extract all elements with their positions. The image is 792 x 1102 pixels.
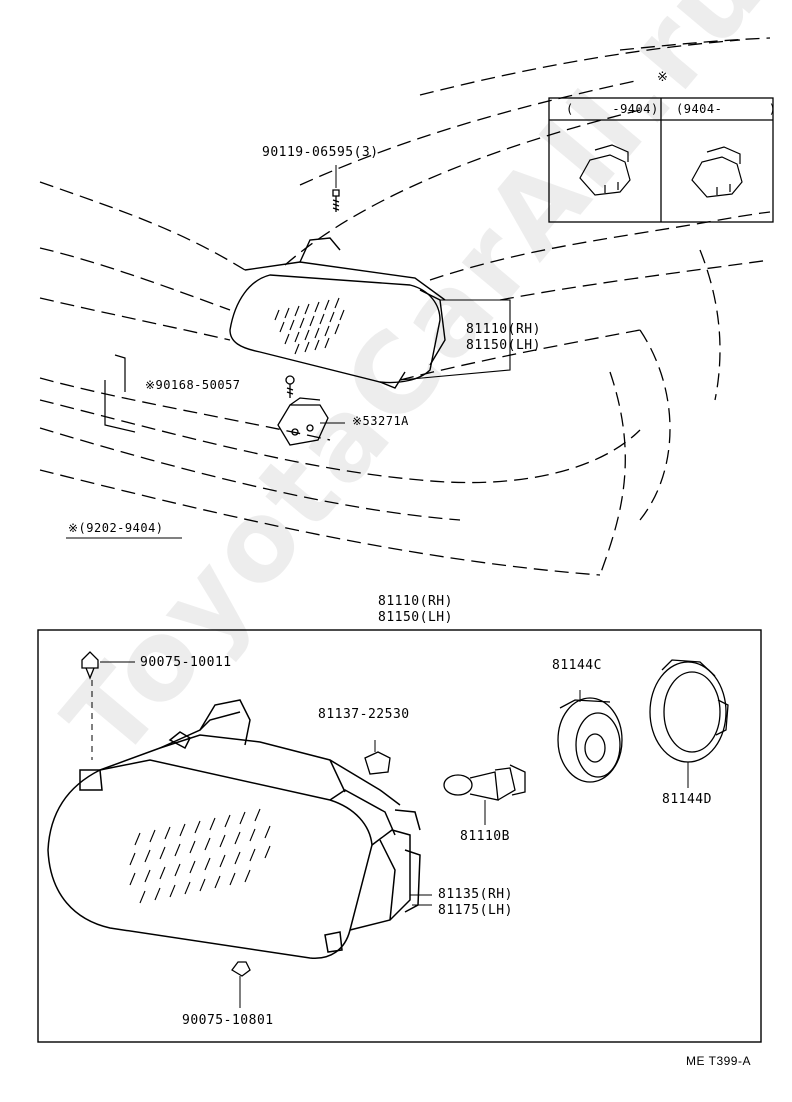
ring	[649, 659, 729, 788]
date-note-label: ※(9202-9404)	[68, 521, 164, 535]
figure-code: ME T399-A	[686, 1054, 751, 1068]
screw-mid	[285, 375, 295, 398]
housing-rh-label: 81135(RH)	[438, 887, 513, 902]
clip-bottom-label: 90075-10801	[182, 1013, 274, 1028]
headlamp-assy-lh-label: 81150(LH)	[466, 338, 541, 353]
bulb-label: 81110B	[460, 829, 510, 844]
clip-top-label: 90075-10011	[140, 655, 232, 670]
clip-top	[81, 651, 135, 760]
bolt-top	[332, 165, 340, 212]
socket	[557, 690, 623, 783]
bolt-top-label: 90119-06595(3)	[262, 145, 379, 160]
detail-assy-lh-label: 81150(LH)	[378, 610, 453, 625]
ring-label: 81144D	[662, 792, 712, 807]
upper-headlamp	[229, 237, 446, 389]
retainer-label: 81137-22530	[318, 707, 410, 722]
bulb	[443, 764, 526, 825]
screw-mid-label: ※90168-50057	[145, 378, 241, 392]
bracket-label: ※53271A	[352, 414, 409, 428]
retainer	[364, 740, 391, 775]
inset-col-left: ( -9404)	[566, 102, 659, 116]
housing-lh-label: 81175(LH)	[438, 903, 513, 918]
inset-box	[548, 97, 774, 223]
inset-clip-right	[691, 146, 743, 198]
detail-assy-rh-label: 81110(RH)	[378, 594, 453, 609]
socket-label: 81144C	[552, 658, 602, 673]
upper-lens-pattern	[274, 297, 345, 355]
lower-headlamp	[47, 699, 421, 959]
clip-bottom	[231, 961, 251, 1008]
bracket-53271a	[277, 397, 345, 446]
lower-lens-pattern	[129, 808, 271, 904]
inset-mark: ※	[657, 70, 669, 85]
headlamp-assy-rh-label: 81110(RH)	[466, 322, 541, 337]
inset-clip-left	[579, 144, 631, 196]
detail-box	[37, 629, 762, 1043]
inset-col-right: (9404- )	[676, 102, 777, 116]
car-body-outline	[39, 37, 771, 576]
fender-lines	[104, 354, 136, 433]
